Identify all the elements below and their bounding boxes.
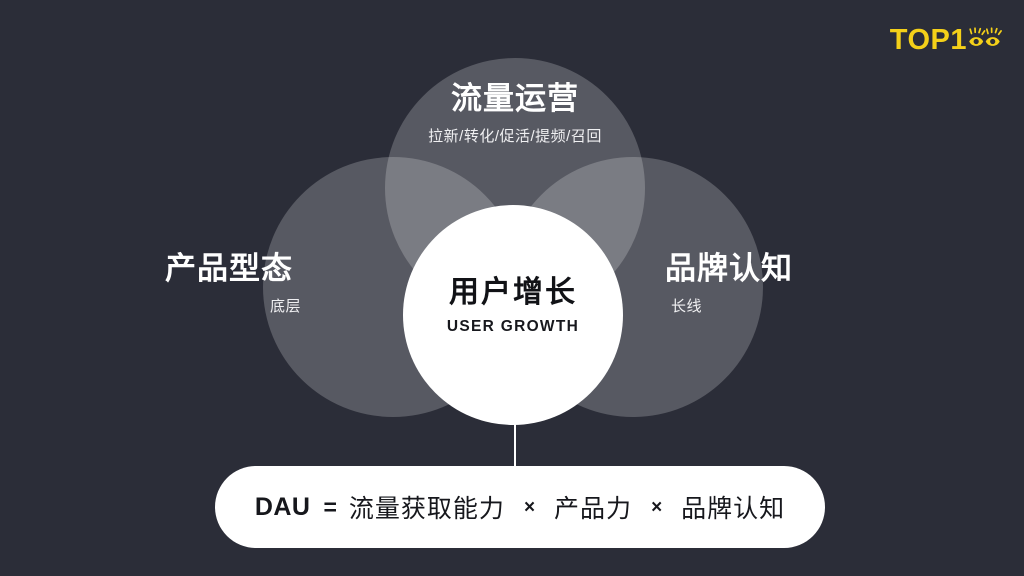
lobe-title-product-form: 产品型态	[165, 251, 293, 286]
eyes-icon	[968, 26, 1002, 56]
venn-circle-user-growth[interactable]	[403, 205, 623, 425]
logo-wordmark: TOP1	[889, 23, 967, 56]
lobe-label-product-form: 产品型态 底层	[165, 251, 395, 316]
formula-bar: DAU = 流量获取能力 × 产品力 × 品牌认知	[215, 466, 825, 548]
formula-term-2: 产品力	[554, 495, 633, 523]
center-subtitle: USER GROWTH	[446, 317, 580, 335]
formula-term-3: 品牌认知	[681, 495, 786, 523]
lobe-label-brand-awareness: 品牌认知 长线	[665, 251, 895, 316]
formula-multiply-sign-2: ×	[651, 497, 663, 518]
lobe-subtitle-brand-awareness: 长线	[671, 298, 703, 316]
formula-equals-sign: =	[323, 493, 337, 520]
connector-line	[514, 418, 516, 468]
formula-multiply-sign-1: ×	[523, 497, 536, 518]
lobe-subtitle-product-form: 底层	[270, 298, 302, 316]
lobe-subtitle-traffic-operations: 拉新/转化/促活/提频/召回	[428, 128, 602, 146]
formula-metric: DAU	[254, 492, 311, 521]
brand-logo: TOP1	[890, 22, 1002, 58]
center-title: 用户增长	[449, 276, 577, 309]
formula-expression: DAU = 流量获取能力 × 产品力 × 品牌认知	[255, 489, 785, 525]
lobe-label-traffic-operations: 流量运营 拉新/转化/促活/提频/召回	[385, 81, 645, 146]
formula-term-1: 流量获取能力	[348, 495, 505, 523]
lobe-title-traffic-operations: 流量运营	[451, 81, 579, 116]
center-label-user-growth: 用户增长 USER GROWTH	[403, 276, 623, 336]
lobe-title-brand-awareness: 品牌认知	[665, 251, 793, 286]
